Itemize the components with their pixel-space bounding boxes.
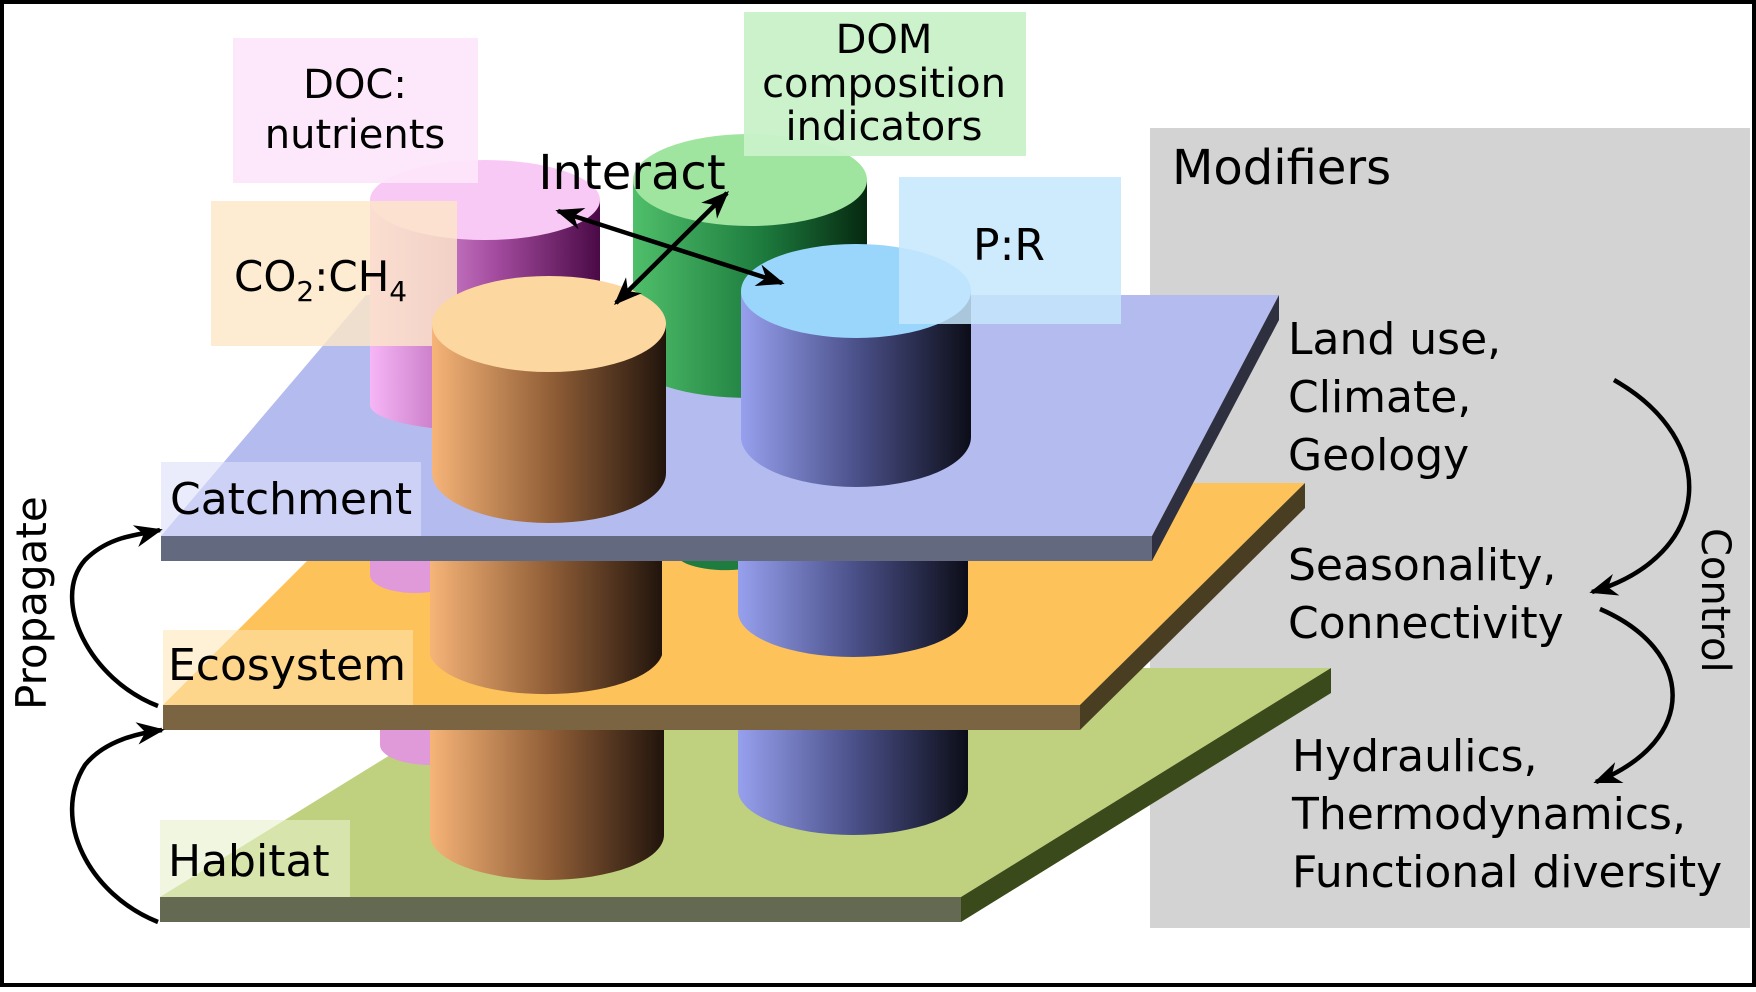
control-label: Control	[1692, 528, 1738, 673]
co2-ch4-label: CO2:CH4	[234, 252, 407, 308]
interact-arrow-dom-co2	[614, 191, 729, 305]
dom-composition-box	[744, 12, 1026, 156]
modifier-land-use: Land use,	[1288, 314, 1501, 365]
dom-label-line3: indicators	[786, 104, 983, 150]
cylinder-co2-ch4	[432, 276, 666, 523]
modifier-hydraulics: Hydraulics,	[1292, 731, 1538, 782]
pr-label: P:R	[973, 220, 1045, 271]
propagate-arrows	[69, 525, 165, 925]
modifier-climate: Climate,	[1288, 372, 1471, 423]
propagate-label: Propagate	[7, 496, 56, 710]
habitat-label-box	[160, 820, 350, 897]
modifiers-title: Modifiers	[1172, 140, 1391, 196]
control-arrows	[1589, 378, 1692, 785]
modifier-thermodynamics: Thermodynamics,	[1291, 789, 1686, 840]
ecosystem-label: Ecosystem	[168, 640, 406, 691]
doc-nutrients-box	[233, 38, 478, 183]
interact-arrows	[555, 191, 785, 305]
catchment-label-box	[161, 462, 421, 536]
modifier-seasonality: Seasonality,	[1288, 540, 1556, 591]
propagate-arrow-lower	[69, 722, 165, 925]
modifier-geology: Geology	[1288, 430, 1469, 481]
modifier-connectivity: Connectivity	[1288, 598, 1564, 649]
modifier-functional-diversity: Functional diversity	[1292, 847, 1722, 898]
control-arrow-lower	[1593, 606, 1675, 785]
propagate-arrow-upper	[69, 525, 163, 709]
doc-label-line2: nutrients	[265, 112, 445, 158]
ecosystem-label-box	[163, 630, 413, 705]
co2-ch4-box	[211, 201, 457, 346]
control-arrow-upper	[1589, 378, 1692, 596]
pr-box	[899, 177, 1121, 324]
interact-label: Interact	[538, 145, 725, 201]
habitat-label: Habitat	[168, 836, 330, 887]
doc-label-line1: DOC:	[303, 62, 407, 108]
dom-label-line2: composition	[762, 61, 1006, 107]
dom-label-line1: DOM	[836, 17, 933, 63]
catchment-label: Catchment	[170, 474, 412, 525]
